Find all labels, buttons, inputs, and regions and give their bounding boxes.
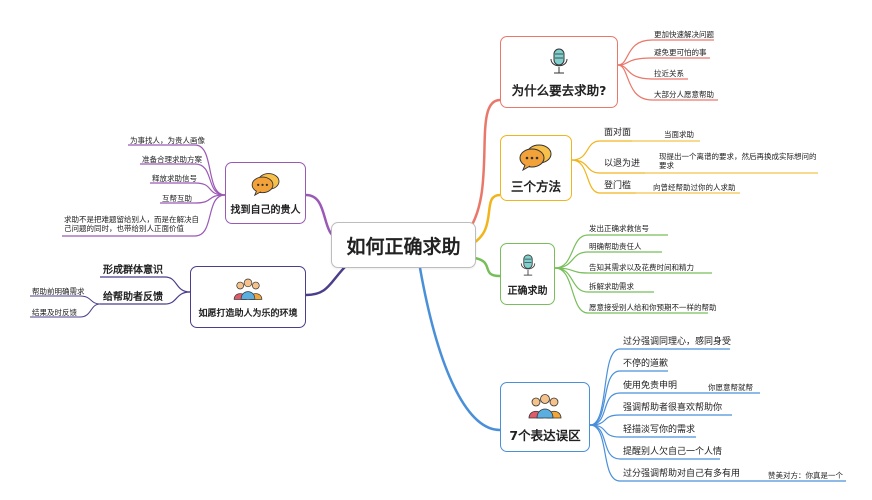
chat-bubbles-icon <box>251 172 279 196</box>
root-topic[interactable]: 如何正确求助 <box>331 222 476 268</box>
env-item[interactable]: 形成群体意识 <box>103 265 163 276</box>
branch-env-title: 如愿打造助人为乐的环境 <box>198 308 298 319</box>
why-item[interactable]: 大部分人愿意帮助 <box>654 90 714 99</box>
mistake-item[interactable]: 提醒别人欠自己一个人情 <box>623 447 723 457</box>
correct-item[interactable]: 明确帮助责任人 <box>589 242 642 251</box>
branch-why-title: 为什么要去求助? <box>511 82 607 98</box>
mistake-detail[interactable]: 赞美对方：你真是一个 <box>768 471 843 480</box>
branch-correct-title: 正确求助 <box>507 285 548 297</box>
people-group-icon <box>233 278 263 300</box>
correct-item[interactable]: 愿意接受别人给和你预期不一样的帮助 <box>589 303 717 312</box>
branch-methods-title: 三个方法 <box>510 178 561 194</box>
branch-noble-title: 找到自己的贵人 <box>230 204 301 216</box>
noble-item[interactable]: 释放求助信号 <box>152 174 197 183</box>
branch-methods[interactable]: 三个方法 <box>500 135 572 201</box>
correct-item[interactable]: 拆解求助需求 <box>589 282 634 291</box>
branch-why[interactable]: 为什么要去求助? <box>500 36 618 108</box>
root-title: 如何正确求助 <box>346 235 461 258</box>
chat-bubbles-icon <box>519 144 552 171</box>
why-item[interactable]: 拉近关系 <box>654 69 684 78</box>
correct-item[interactable]: 告知其需求以及花费时间和精力 <box>589 263 694 272</box>
branch-env[interactable]: 如愿打造助人为乐的环境 <box>190 266 306 328</box>
why-item[interactable]: 更加快速解决问题 <box>654 30 714 39</box>
noble-item[interactable]: 准备合理求助方案 <box>142 155 202 164</box>
why-item[interactable]: 避免更可怕的事 <box>654 48 707 57</box>
branch-noble[interactable]: 找到自己的贵人 <box>225 162 306 224</box>
mistake-item[interactable]: 强调帮助者很喜欢帮助你 <box>623 403 723 413</box>
noble-item[interactable]: 互帮互助 <box>162 194 192 203</box>
noble-item[interactable]: 为事找人，为贵人画像 <box>130 136 205 145</box>
method-detail[interactable]: 当面求助 <box>664 130 694 139</box>
method-detail[interactable]: 现提出一个离谱的要求，然后再换成实际想问的要求 <box>659 152 817 171</box>
mistake-item[interactable]: 轻描淡写你的需求 <box>623 425 696 435</box>
microphone-icon <box>550 48 568 73</box>
branch-correct[interactable]: 正确求助 <box>500 243 555 305</box>
microphone-icon <box>520 253 535 276</box>
mistake-detail[interactable]: 你愿意帮就帮 <box>708 383 753 392</box>
correct-item[interactable]: 发出正确求救信号 <box>589 224 649 233</box>
branch-mistakes-title: 7个表达误区 <box>509 427 581 443</box>
mistake-item[interactable]: 使用免责申明 <box>623 381 678 391</box>
method-label[interactable]: 登门槛 <box>604 181 632 191</box>
people-group-icon <box>528 393 562 418</box>
method-detail[interactable]: 向曾经帮助过你的人求助 <box>653 183 736 192</box>
branch-mistakes[interactable]: 7个表达误区 <box>500 382 590 452</box>
noble-item[interactable]: 求助不是把难题留给别人，而是在解决自己问题的同时，也带给别人正面价值 <box>64 215 199 234</box>
method-label[interactable]: 以退为进 <box>604 159 641 169</box>
mistake-item[interactable]: 不停的道歉 <box>623 359 669 369</box>
env-item[interactable]: 给帮助者反馈 <box>103 292 163 303</box>
method-label[interactable]: 面对面 <box>604 128 632 138</box>
mistake-item[interactable]: 过分强调同理心，感同身受 <box>623 337 732 347</box>
env-subitem[interactable]: 帮助前明确需求 <box>32 287 85 296</box>
env-subitem[interactable]: 结果及时反馈 <box>32 308 77 317</box>
mistake-item[interactable]: 过分强调帮助对自己有多有用 <box>623 469 741 479</box>
